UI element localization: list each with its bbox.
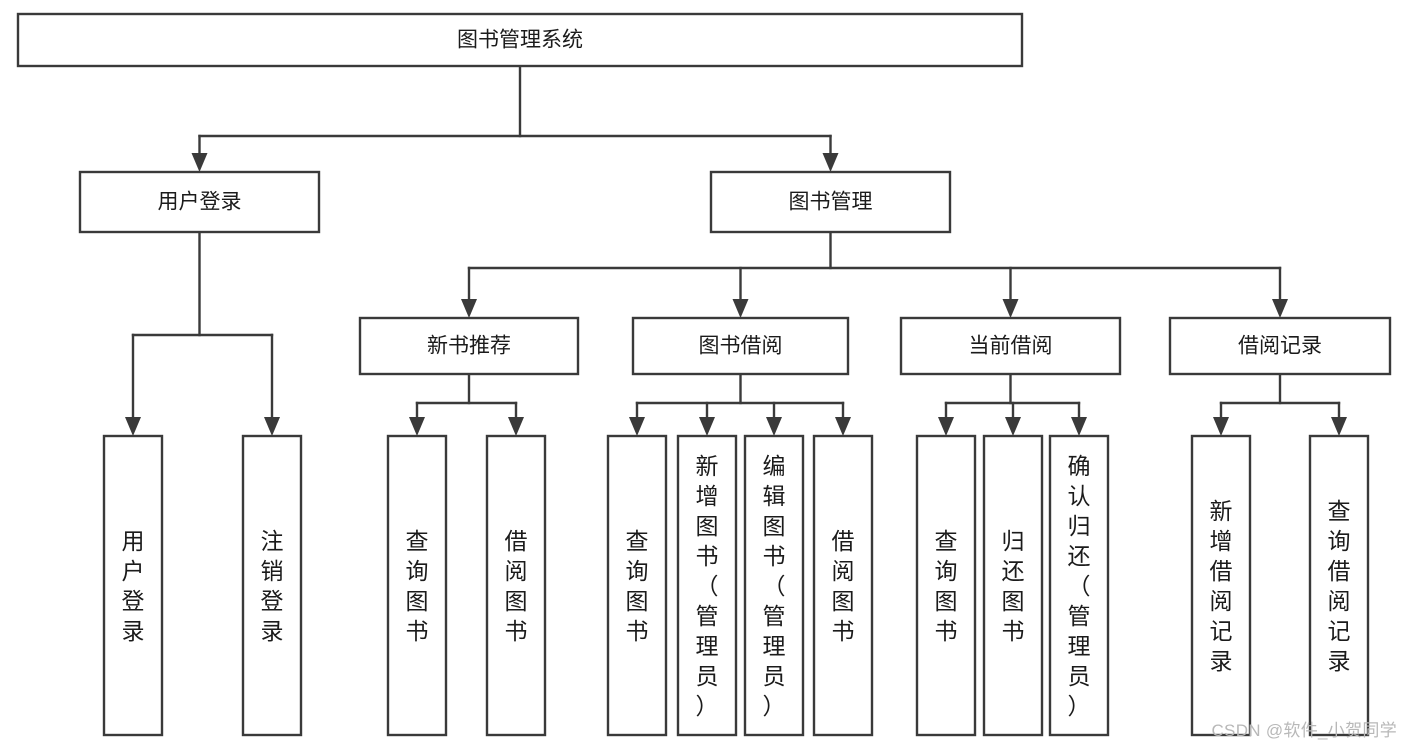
node-label-current-borrow: 当前借阅 bbox=[969, 335, 1053, 358]
arrow-head-icon bbox=[766, 417, 782, 436]
node-box-leaf-logout-login bbox=[241, 434, 303, 737]
node-label-leaf-add-borrow-record: 新增借阅记录 bbox=[1210, 498, 1233, 674]
node-box-leaf-add-book-admin bbox=[676, 434, 738, 737]
arrow-head-icon bbox=[461, 299, 477, 318]
node-box-leaf-edit-book-admin bbox=[743, 434, 805, 737]
node-label-leaf-query-book-recommend: 查询图书 bbox=[406, 528, 429, 644]
node-label-leaf-query-book-current: 查询图书 bbox=[935, 528, 958, 644]
node-box-leaf-query-book-recommend bbox=[386, 434, 448, 737]
arrow-head-icon bbox=[1272, 299, 1288, 318]
arrow-head-icon bbox=[732, 299, 749, 318]
node-label-leaf-logout-login: 注销登录 bbox=[261, 528, 284, 644]
node-leaf-add-borrow-record[interactable]: 新增借阅记录 bbox=[1190, 434, 1252, 737]
node-box-leaf-add-borrow-record bbox=[1190, 434, 1252, 737]
arrow-head-icon bbox=[835, 417, 851, 436]
node-label-leaf-query-book-borrow: 查询图书 bbox=[626, 528, 649, 644]
arrow-head-icon bbox=[264, 417, 280, 436]
node-box-user-login bbox=[78, 170, 321, 234]
arrow-head-icon bbox=[822, 153, 839, 172]
connector-layer bbox=[125, 64, 1347, 436]
node-box-leaf-user-login bbox=[102, 434, 164, 737]
node-leaf-query-book-borrow[interactable]: 查询图书 bbox=[606, 434, 668, 737]
node-label-leaf-edit-book-admin: 编辑图书（管理员） bbox=[763, 453, 786, 719]
node-label-user-login: 用户登录 bbox=[158, 191, 242, 214]
node-leaf-logout-login[interactable]: 注销登录 bbox=[241, 434, 303, 737]
node-root[interactable]: 图书管理系统 bbox=[16, 12, 1024, 68]
node-box-leaf-query-borrow-record bbox=[1308, 434, 1370, 737]
node-leaf-query-book-current[interactable]: 查询图书 bbox=[915, 434, 977, 737]
node-label-borrow-record: 借阅记录 bbox=[1238, 335, 1322, 358]
node-leaf-query-borrow-record[interactable]: 查询借阅记录 bbox=[1308, 434, 1370, 737]
node-box-leaf-borrow-book-recommend bbox=[485, 434, 547, 737]
node-box-leaf-query-book-borrow bbox=[606, 434, 668, 737]
arrow-head-icon bbox=[699, 417, 715, 436]
node-box-root bbox=[16, 12, 1024, 68]
node-label-leaf-return-book: 归还图书 bbox=[1002, 528, 1025, 644]
arrow-head-icon bbox=[191, 153, 208, 172]
arrow-head-icon bbox=[1005, 417, 1021, 436]
arrow-head-icon bbox=[125, 417, 141, 436]
node-leaf-query-book-recommend[interactable]: 查询图书 bbox=[386, 434, 448, 737]
node-borrow-record[interactable]: 借阅记录 bbox=[1168, 316, 1392, 376]
node-book-borrow[interactable]: 图书借阅 bbox=[631, 316, 850, 376]
node-label-leaf-add-book-admin: 新增图书（管理员） bbox=[696, 453, 719, 719]
node-leaf-return-book[interactable]: 归还图书 bbox=[982, 434, 1044, 737]
node-box-leaf-borrow-book bbox=[812, 434, 874, 737]
node-label-leaf-user-login: 用户登录 bbox=[122, 528, 145, 644]
arrow-head-icon bbox=[629, 417, 645, 436]
node-label-leaf-borrow-book: 借阅图书 bbox=[832, 528, 855, 644]
node-box-new-book-recommend bbox=[358, 316, 580, 376]
node-box-current-borrow bbox=[899, 316, 1122, 376]
node-current-borrow[interactable]: 当前借阅 bbox=[899, 316, 1122, 376]
node-label-book-manage: 图书管理 bbox=[789, 191, 873, 214]
arrow-head-icon bbox=[938, 417, 954, 436]
node-leaf-borrow-book[interactable]: 借阅图书 bbox=[812, 434, 874, 737]
arrow-head-icon bbox=[1071, 417, 1087, 436]
node-label-leaf-borrow-book-recommend: 借阅图书 bbox=[505, 528, 528, 644]
node-new-book-recommend[interactable]: 新书推荐 bbox=[358, 316, 580, 376]
arrow-head-icon bbox=[508, 417, 524, 436]
arrow-head-icon bbox=[1002, 299, 1019, 318]
node-leaf-borrow-book-recommend[interactable]: 借阅图书 bbox=[485, 434, 547, 737]
node-label-root: 图书管理系统 bbox=[457, 29, 583, 52]
node-leaf-user-login[interactable]: 用户登录 bbox=[102, 434, 164, 737]
arrow-head-icon bbox=[1213, 417, 1229, 436]
node-label-book-borrow: 图书借阅 bbox=[699, 335, 783, 358]
arrow-head-icon bbox=[1331, 417, 1347, 436]
node-leaf-edit-book-admin[interactable]: 编辑图书（管理员） bbox=[743, 434, 805, 737]
node-leaf-add-book-admin[interactable]: 新增图书（管理员） bbox=[676, 434, 738, 737]
node-layer: 图书管理系统用户登录图书管理新书推荐图书借阅当前借阅借阅记录用户登录注销登录查询… bbox=[16, 12, 1392, 737]
node-user-login[interactable]: 用户登录 bbox=[78, 170, 321, 234]
node-label-leaf-query-borrow-record: 查询借阅记录 bbox=[1328, 498, 1351, 674]
node-label-new-book-recommend: 新书推荐 bbox=[427, 335, 511, 358]
node-box-book-manage bbox=[709, 170, 952, 234]
node-box-leaf-return-book bbox=[982, 434, 1044, 737]
node-box-leaf-query-book-current bbox=[915, 434, 977, 737]
node-box-borrow-record bbox=[1168, 316, 1392, 376]
node-book-manage[interactable]: 图书管理 bbox=[709, 170, 952, 234]
arrow-head-icon bbox=[409, 417, 425, 436]
node-box-book-borrow bbox=[631, 316, 850, 376]
node-label-leaf-confirm-return-admin: 确认归还（管理员） bbox=[1068, 453, 1091, 719]
node-leaf-confirm-return-admin[interactable]: 确认归还（管理员） bbox=[1048, 434, 1110, 737]
watermark-label: CSDN @软件_小贺同学 bbox=[1211, 721, 1397, 740]
node-box-leaf-confirm-return-admin bbox=[1048, 434, 1110, 737]
